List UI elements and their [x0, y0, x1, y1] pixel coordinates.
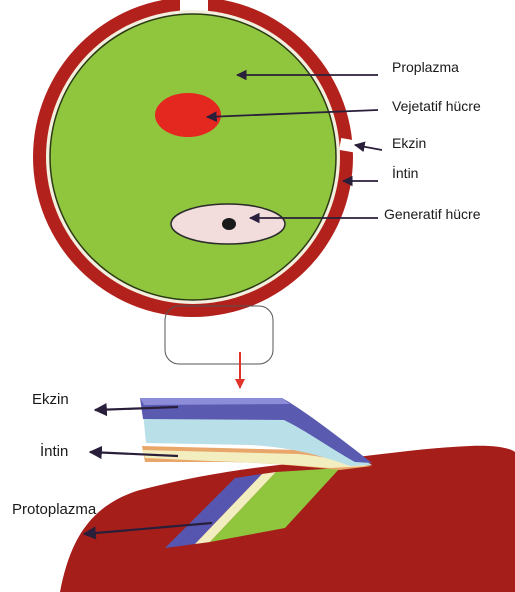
label-vejetatif-hucre: Vejetatif hücre	[392, 98, 481, 114]
aperture-lower-right	[310, 260, 339, 286]
layer-exine-top-texture	[140, 398, 290, 405]
generative-nucleus	[222, 218, 236, 230]
label-protoplazma: Protoplazma	[12, 501, 97, 518]
aperture-lower-left	[25, 242, 55, 269]
label-proplazma: Proplazma	[392, 59, 459, 75]
pollen-grain	[25, 0, 366, 317]
label-generatif-hucre: Generatif hücre	[384, 206, 481, 222]
wall-cross-section	[60, 398, 515, 592]
label-ekzin-top: Ekzin	[392, 135, 426, 151]
label-ekzin-bottom: Ekzin	[32, 391, 69, 408]
label-intin-bottom: İntin	[40, 442, 68, 460]
cytoplasm	[50, 14, 336, 300]
label-intin-top: İntin	[392, 164, 418, 181]
vegetative-nucleus	[155, 93, 221, 137]
